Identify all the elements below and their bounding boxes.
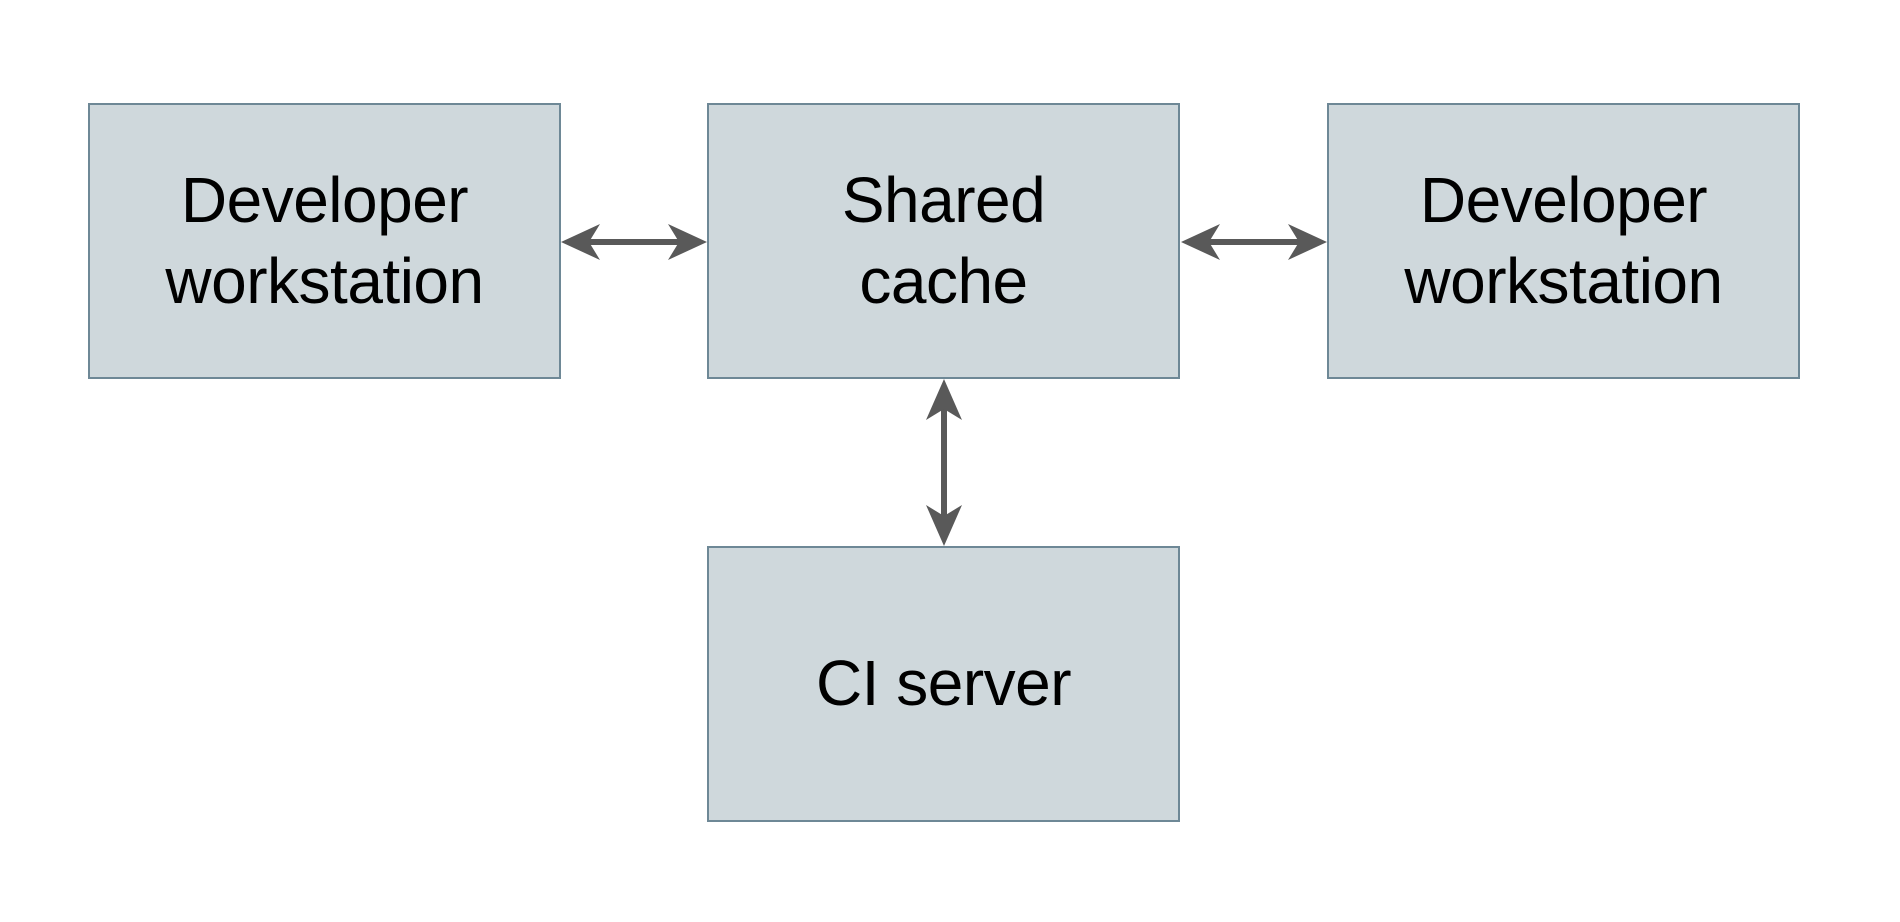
arrowhead-left-icon xyxy=(561,224,600,260)
connector-devleft-cache[interactable] xyxy=(561,224,707,260)
node-shared-cache[interactable]: Shared cache xyxy=(707,103,1180,379)
node-label: Shared cache xyxy=(841,163,1046,317)
arrowhead-left-icon xyxy=(1181,224,1220,260)
node-label: Developer workstation xyxy=(1404,163,1723,317)
node-label: Developer workstation xyxy=(165,163,484,317)
node-developer-workstation-left[interactable]: Developer workstation xyxy=(88,103,561,379)
node-label: CI server xyxy=(815,647,1072,720)
arrowhead-down-icon xyxy=(926,505,962,546)
node-developer-workstation-right[interactable]: Developer workstation xyxy=(1327,103,1800,379)
arrowhead-right-icon xyxy=(668,224,707,260)
connector-ci-cache[interactable] xyxy=(926,379,962,546)
node-ci-server[interactable]: CI server xyxy=(707,546,1180,822)
connector-cache-devright[interactable] xyxy=(1181,224,1327,260)
arrowhead-up-icon xyxy=(926,379,962,420)
arrowhead-right-icon xyxy=(1288,224,1327,260)
